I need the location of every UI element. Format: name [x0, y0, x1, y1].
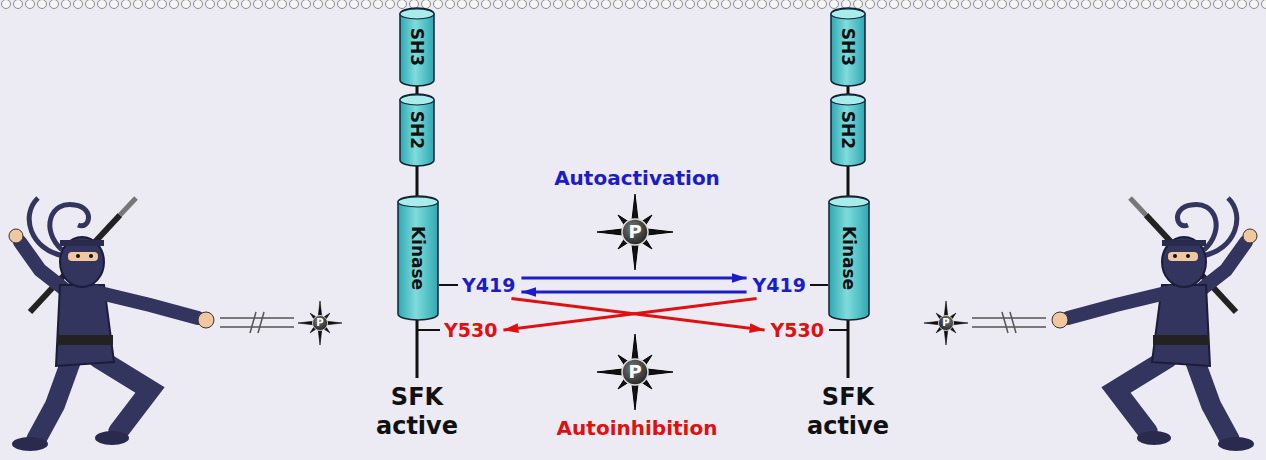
cylinder-body — [831, 8, 865, 86]
cylinder-top — [831, 9, 865, 19]
residue-name: Y419 — [460, 274, 517, 297]
domain-cylinder: Kinase — [397, 196, 439, 320]
residue-tick — [417, 329, 440, 331]
cylinder-top — [400, 9, 434, 19]
domain-name: Kinase — [839, 226, 859, 290]
residue-site: Y419 — [460, 274, 517, 297]
cylinder-body — [400, 94, 434, 166]
domain-cylinder: SH2 — [830, 94, 866, 166]
residue-site: Y530 — [769, 319, 826, 342]
cylinder-body — [829, 196, 869, 320]
phosphate-symbol: P — [316, 317, 323, 329]
shuriken — [597, 194, 673, 270]
domain-name: SH2 — [407, 111, 427, 149]
cylinder-top — [398, 197, 438, 207]
reaction-arrow — [503, 298, 756, 330]
reaction-arrow — [521, 290, 746, 293]
residue-name: Y530 — [769, 319, 826, 342]
residue-site: Y530 — [442, 319, 499, 342]
shuriken — [597, 334, 673, 410]
protein-label: SFK active — [807, 383, 889, 441]
domain-name: SH2 — [838, 111, 858, 149]
cylinder-top — [829, 197, 869, 207]
domain-name: SH3 — [407, 28, 427, 66]
cylinder-body — [400, 8, 434, 86]
residue-tick — [439, 284, 458, 286]
residue-name: Y530 — [442, 319, 499, 342]
cylinder-top — [831, 95, 865, 105]
ninja — [9, 198, 342, 451]
ninja — [924, 198, 1257, 451]
domain-name: Kinase — [408, 226, 428, 290]
reaction-arrow — [521, 276, 746, 279]
residue-name: Y419 — [751, 274, 808, 297]
cylinder-body — [398, 196, 438, 320]
domain-name: SH3 — [838, 28, 858, 66]
cylinder-body — [831, 94, 865, 166]
cylinder-top — [400, 95, 434, 105]
membrane — [0, 0, 1266, 9]
residue-tick — [810, 284, 828, 286]
process-label: Autoinhibition — [557, 416, 718, 440]
domain-cylinder: SH3 — [399, 8, 435, 86]
domain-cylinder: Kinase — [828, 196, 870, 320]
phosphate-symbol: P — [942, 317, 949, 329]
phosphate-symbol: P — [628, 361, 641, 383]
phosphate-symbol: P — [628, 221, 641, 243]
domain-cylinder: SH2 — [399, 94, 435, 166]
residue-tick — [829, 329, 848, 331]
process-label: Autoactivation — [554, 166, 720, 190]
domain-cylinder: SH3 — [830, 8, 866, 86]
residue-site: Y419 — [751, 274, 808, 297]
protein-label: SFK active — [376, 383, 458, 441]
